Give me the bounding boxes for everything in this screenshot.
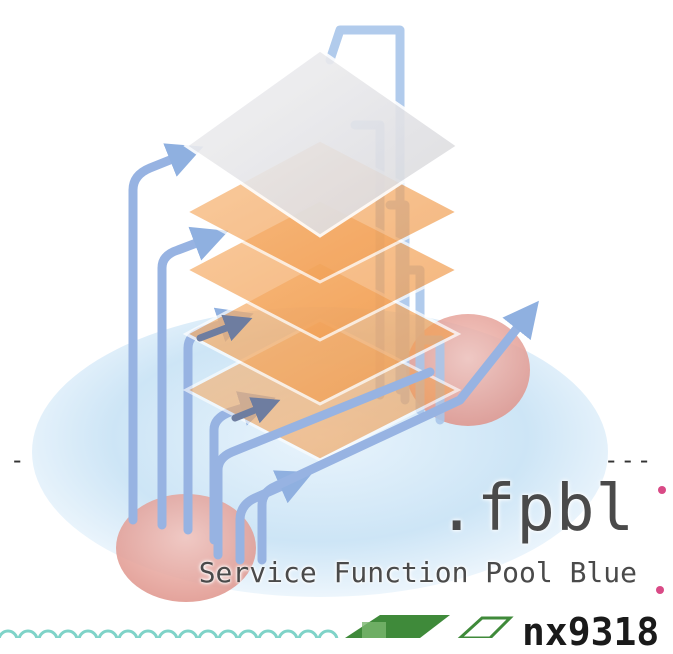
pool-title: .fpbl [437, 472, 635, 546]
layer-stack [182, 48, 462, 462]
coil-icon [0, 629, 339, 651]
device-label: nx9318 [522, 610, 660, 654]
dash-left: - [10, 446, 27, 474]
accent-dot [656, 586, 664, 594]
stack-diagram [0, 25, 608, 651]
internal-arrows [196, 314, 281, 424]
chip-icon [345, 615, 514, 640]
egress-arrows [213, 300, 539, 565]
pool-subtitle: Service Function Pool Blue [198, 556, 637, 589]
layer-top [183, 48, 461, 238]
dash-right: --- [604, 446, 654, 474]
diagram-stage: - --- .fpbl Service Function Pool Blue n… [0, 25, 666, 654]
accent-dot [658, 486, 666, 494]
